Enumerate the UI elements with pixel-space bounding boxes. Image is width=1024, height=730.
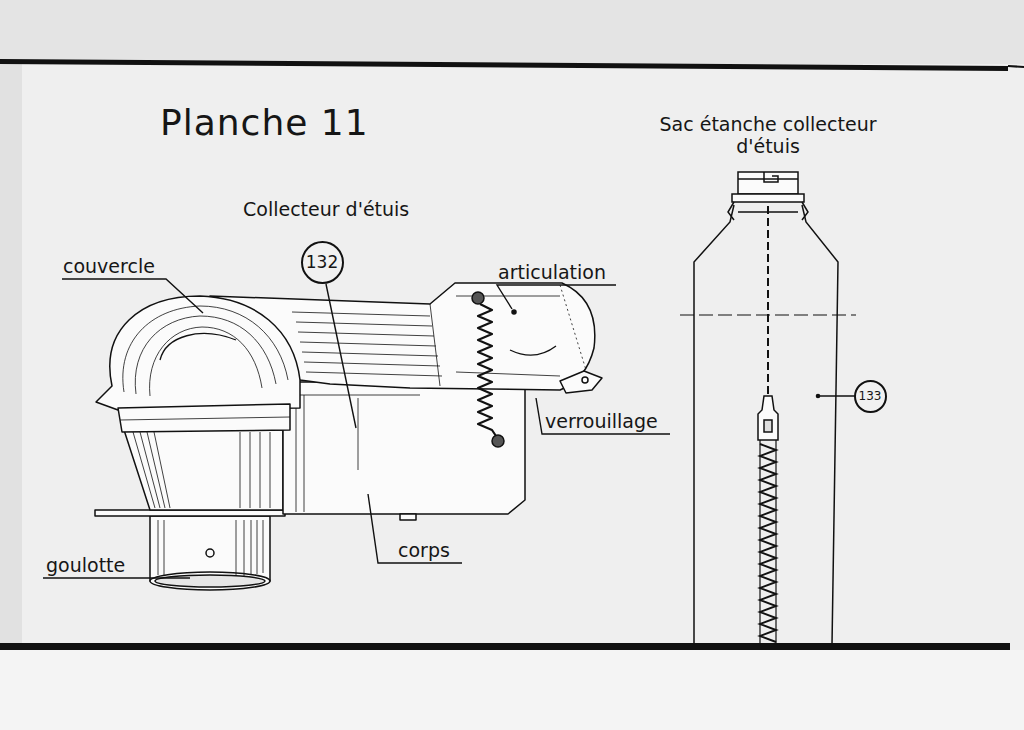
drawing-heading: Collecteur d'étuis [243, 199, 409, 220]
sheet-title: Planche 11 [160, 103, 369, 143]
callout-circle: 133 [854, 380, 887, 413]
part-label: articulation [498, 262, 606, 283]
part-label: goulotte [46, 555, 125, 576]
bag-heading: Sac étanche collecteur d'étuis [655, 114, 881, 158]
callout-number: 132 [306, 254, 338, 271]
waterproof-bag-drawing [680, 172, 856, 645]
part-label: couvercle [63, 256, 155, 277]
case-collector-drawing [95, 283, 602, 590]
callout-number: 133 [859, 390, 882, 402]
part-label: corps [398, 540, 450, 561]
leader-lines [43, 279, 855, 578]
part-label: verrouillage [545, 411, 658, 432]
callout-circle: 132 [301, 241, 344, 284]
